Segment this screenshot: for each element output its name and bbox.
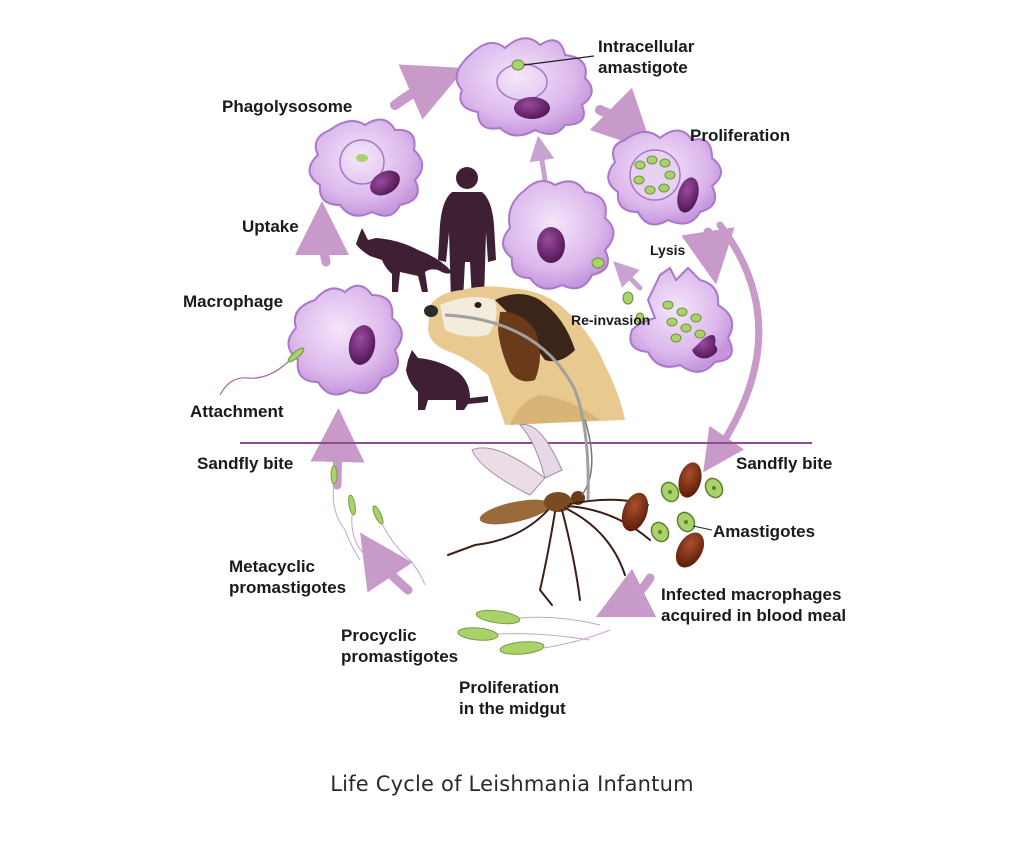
cell-middle: [503, 181, 614, 289]
blood-meal-cells: [617, 460, 726, 573]
label-sandfly-bite-left: Sandfly bite: [197, 453, 293, 474]
label-uptake: Uptake: [242, 216, 299, 237]
sandfly-illustration: [448, 420, 650, 605]
label-metacyclic-promastigotes: Metacyclic promastigotes: [229, 556, 346, 598]
label-procyclic-promastigotes: Procyclic promastigotes: [341, 625, 458, 667]
fox-silhouette: [356, 228, 452, 292]
label-sandfly-bite-right: Sandfly bite: [736, 453, 832, 474]
human-silhouette: [438, 167, 496, 300]
label-macrophage: Macrophage: [183, 291, 283, 312]
label-attachment: Attachment: [190, 401, 284, 422]
label-proliferation: Proliferation: [690, 125, 790, 146]
label-infected-macrophages: Infected macrophages acquired in blood m…: [661, 584, 846, 626]
label-lysis: Lysis: [650, 242, 685, 259]
label-intracellular-amastigote: Intracellular amastigote: [598, 36, 694, 78]
cell-intracellular: [457, 38, 594, 135]
label-phagolysosome: Phagolysosome: [222, 96, 352, 117]
diagram-caption: Life Cycle of Leishmania Infantum: [0, 772, 1024, 796]
label-proliferation-midgut: Proliferation in the midgut: [459, 677, 566, 719]
label-re-invasion: Re-invasion: [571, 312, 650, 329]
procyclic-promastigotes: [458, 608, 610, 656]
label-amastigotes: Amastigotes: [713, 521, 815, 542]
dog-illustration: [424, 286, 625, 425]
cell-phagolysosome: [309, 120, 422, 216]
